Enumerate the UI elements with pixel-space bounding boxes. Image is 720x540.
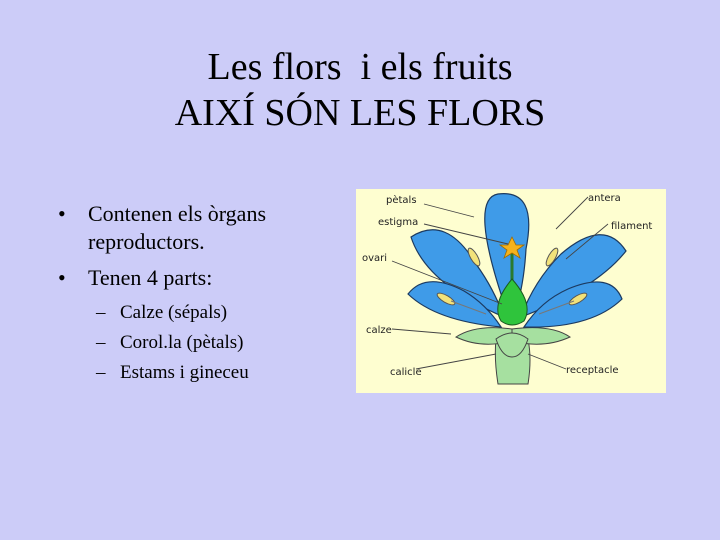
- sub-bullet-item: – Estams i gineceu: [58, 360, 358, 386]
- flower-diagram-svg: pètals estigma ovari calze calicle anter…: [356, 189, 666, 393]
- dash-symbol: –: [96, 332, 106, 353]
- label-ovari: ovari: [362, 253, 387, 264]
- slide-title: Les flors i els fruits AIXÍ SÓN LES FLOR…: [0, 44, 720, 136]
- label-petals: pètals: [386, 194, 417, 206]
- label-receptacle: receptacle: [566, 365, 619, 376]
- stigma-shape: [498, 236, 526, 259]
- title-line-1: Les flors i els fruits: [207, 46, 513, 88]
- bullet-symbol: •: [58, 265, 66, 290]
- filament-line: [450, 300, 487, 315]
- sub-bullet-text: Corol.la (pètals): [120, 332, 244, 353]
- dash-symbol: –: [96, 362, 106, 383]
- bullet-symbol: •: [58, 201, 66, 226]
- anther-shape: [467, 247, 481, 267]
- bullet-text: Tenen 4 parts:: [88, 265, 213, 290]
- pointer-lines: [391, 196, 609, 370]
- anther-shape: [545, 247, 559, 267]
- title-line-2: AIXÍ SÓN LES FLORS: [174, 92, 546, 134]
- flower-diagram: pètals estigma ovari calze calicle anter…: [356, 189, 666, 393]
- anther-shape: [436, 292, 456, 306]
- filament-line: [538, 300, 575, 315]
- bullet-text: Contenen els òrgans reproductors.: [88, 201, 267, 254]
- label-calicle: calicle: [390, 367, 422, 378]
- anther-shape: [568, 292, 588, 306]
- label-calze: calze: [366, 325, 392, 336]
- bullet-list: • Contenen els òrgans reproductors. • Te…: [58, 200, 358, 390]
- label-filament: filament: [611, 221, 652, 232]
- dash-symbol: –: [96, 302, 106, 323]
- sub-bullet-item: – Calze (sépals): [58, 300, 358, 326]
- sub-bullet-text: Calze (sépals): [120, 302, 228, 323]
- ovary-shape: [497, 278, 528, 326]
- bullet-item: • Tenen 4 parts:: [58, 264, 358, 292]
- label-antera: antera: [588, 193, 621, 204]
- bullet-item: • Contenen els òrgans reproductors.: [58, 200, 358, 256]
- label-estigma: estigma: [378, 217, 418, 228]
- sub-bullet-item: – Corol.la (pètals): [58, 330, 358, 356]
- sub-bullet-text: Estams i gineceu: [120, 362, 249, 383]
- calyx-shape: [495, 332, 529, 358]
